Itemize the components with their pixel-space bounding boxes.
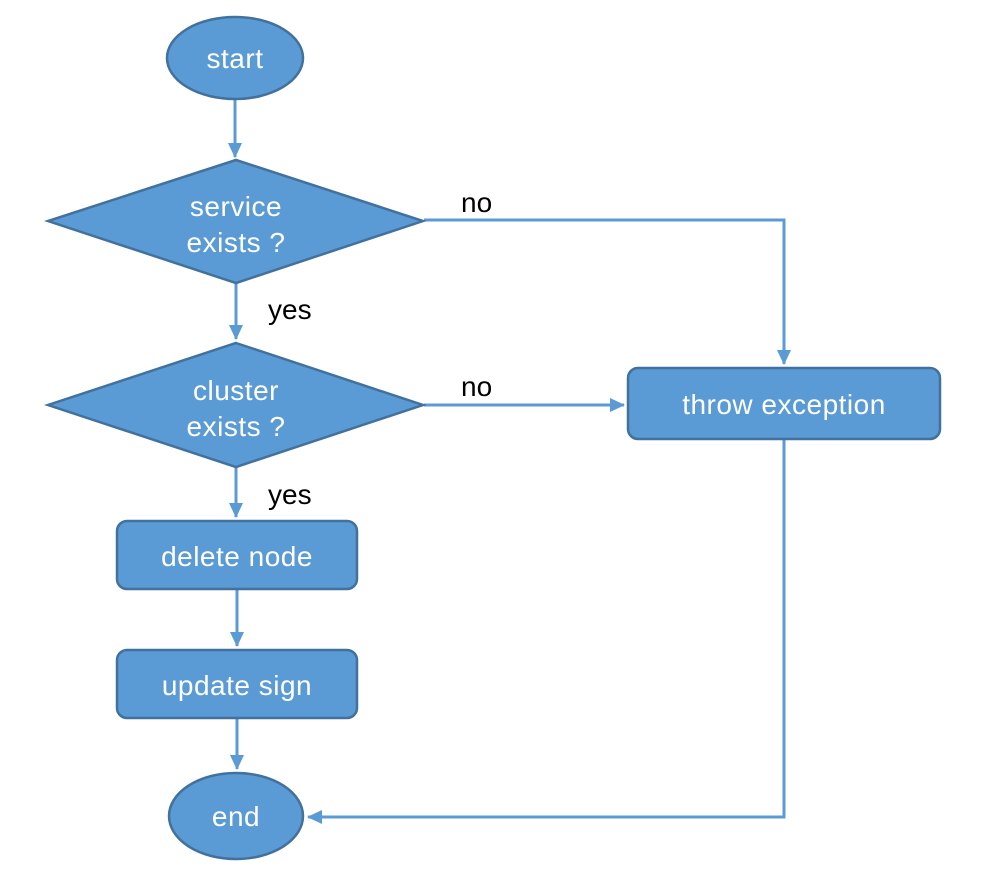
update-sign-label: update sign: [162, 670, 312, 701]
cluster-exists-decision: cluster exists ?: [44, 341, 427, 469]
start-label: start: [207, 43, 264, 74]
edge-label-cluster-no: no: [461, 371, 492, 402]
service-exists-label-line2: exists ?: [187, 227, 286, 258]
service-exists-label-line1: service: [190, 191, 282, 222]
service-exists-decision: service exists ?: [43, 158, 428, 285]
edge-label-service-no: no: [461, 187, 492, 218]
start-ellipse: [165, 15, 305, 101]
service-exists-diamond: [43, 158, 428, 285]
start-node: start: [165, 15, 305, 101]
end-node: end: [167, 771, 305, 861]
update-sign-node: update sign: [115, 648, 359, 720]
cluster-exists-label-line1: cluster: [193, 375, 279, 406]
edge-service-no-to-throw: [424, 218, 791, 365]
edge-label-service-yes: yes: [268, 294, 312, 325]
delete-node-label: delete node: [161, 541, 313, 572]
throw-exception-node: throw exception: [626, 366, 942, 441]
delete-node-node: delete node: [115, 519, 359, 591]
update-sign-rect: [115, 648, 359, 720]
edge-throw-to-end: [307, 439, 786, 824]
throw-exception-rect: [626, 366, 942, 441]
cluster-exists-label-line2: exists ?: [187, 411, 286, 442]
delete-node-rect: [115, 519, 359, 591]
end-ellipse: [167, 771, 305, 861]
throw-exception-label: throw exception: [682, 389, 886, 420]
cluster-exists-diamond: [44, 341, 427, 469]
edge-label-cluster-yes: yes: [268, 479, 312, 510]
end-label: end: [212, 801, 260, 832]
